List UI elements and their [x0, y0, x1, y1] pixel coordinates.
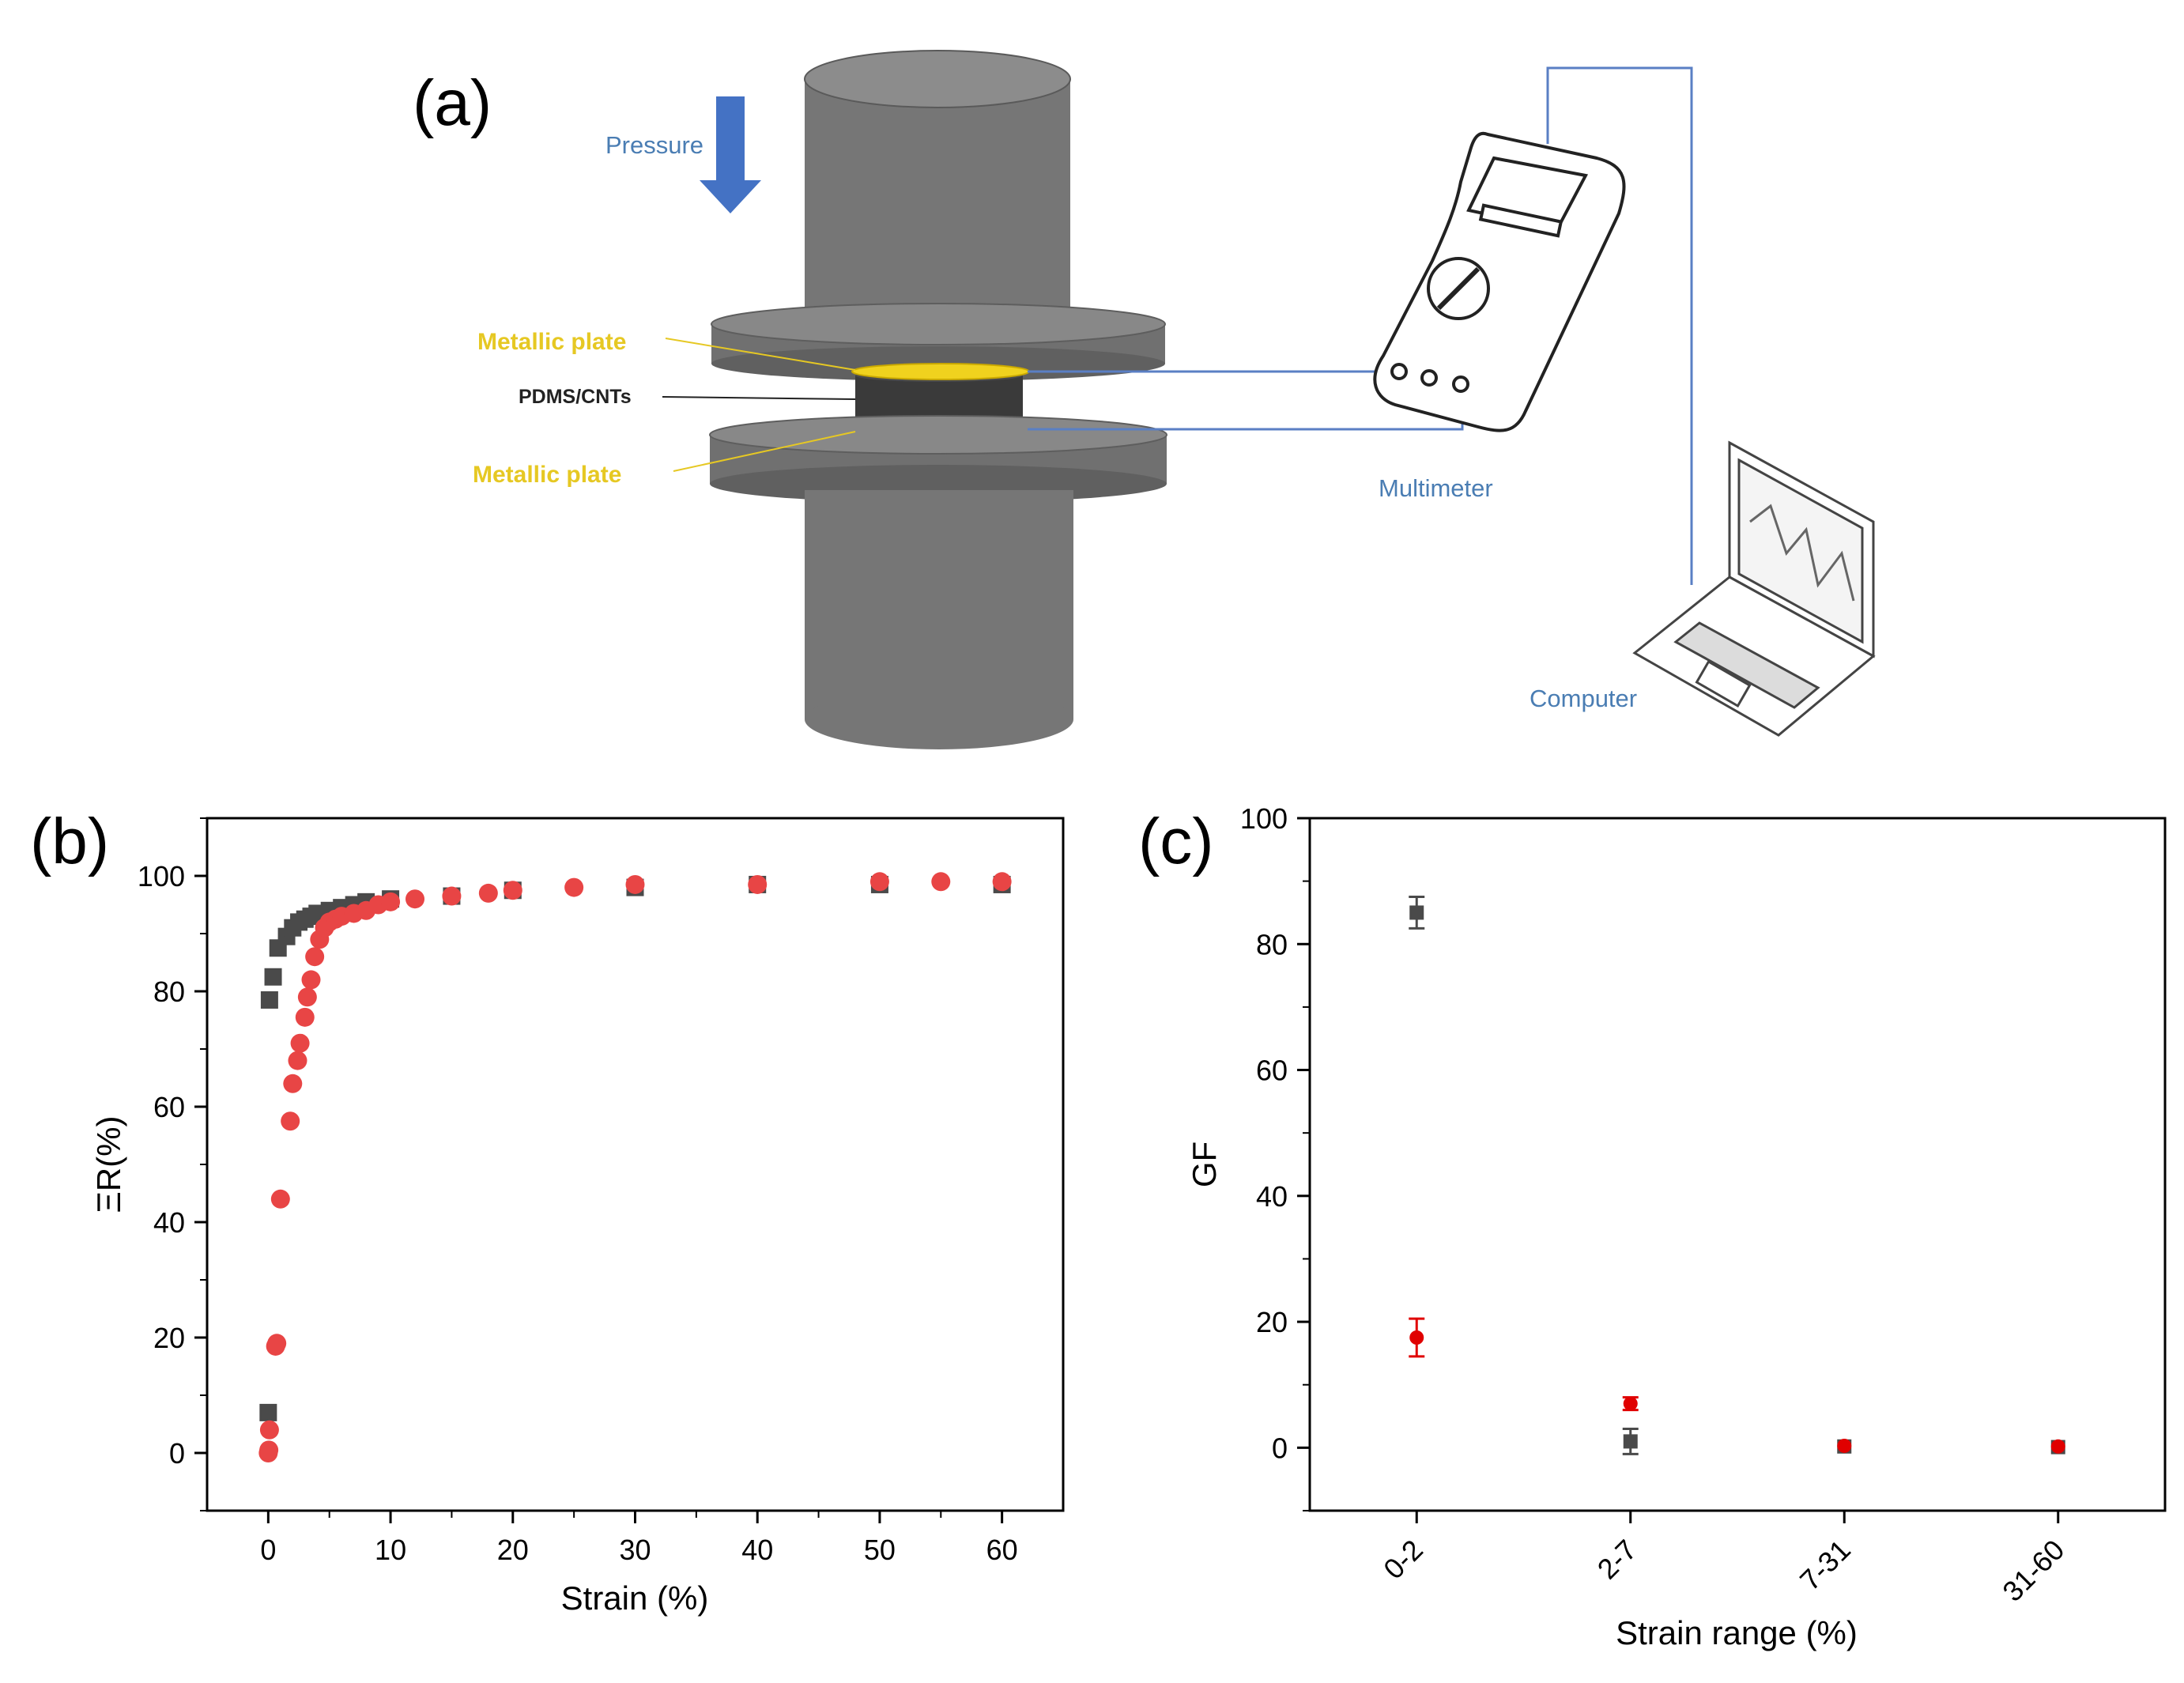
- chart-b: (b) 0 10 20 30 40 50 60 0 20 40 60 80 100 Strain (%)…: [30, 806, 1065, 1617]
- tick-labels-c: 0-2 2-7 7-31 31-60 0 20 40 60 80 100: [1240, 802, 2070, 1608]
- x-axis-title-c: Strain range (%): [1616, 1614, 1858, 1651]
- panel-a-label: (a): [413, 67, 492, 139]
- y-tick-label-b: 40: [153, 1206, 185, 1239]
- chart-c: (c) 0-2 2-7 7-31 31-60 0 20 40 60 80 100 Strain r…: [1138, 802, 2167, 1651]
- data-point-circle-b: [992, 872, 1012, 892]
- data-point-circle-b: [267, 1334, 287, 1353]
- data-point-circle-b: [259, 1420, 279, 1440]
- data-point-circle-b: [305, 947, 325, 967]
- data-point-circle-b: [295, 1007, 315, 1027]
- data-point-square-c: [1409, 905, 1424, 920]
- computer-label: Computer: [1530, 685, 1637, 712]
- data-point-circle-c: [1837, 1438, 1852, 1453]
- x-tick-label-c: 2-7: [1591, 1534, 1643, 1586]
- axis-ticks-c: [1297, 817, 2060, 1523]
- panel-b-label: (b): [30, 806, 109, 877]
- y-tick-label-b: 20: [153, 1322, 185, 1354]
- data-point-circle-b: [283, 1074, 303, 1093]
- y-tick-label-c: 60: [1256, 1055, 1288, 1087]
- x-tick-label-b: 50: [864, 1534, 896, 1566]
- data-point-circle-b: [259, 1440, 279, 1460]
- data-point-circle-b: [301, 970, 321, 990]
- plot-area-c: [1308, 817, 2167, 1512]
- data-point-circle-b: [290, 1033, 310, 1053]
- upper-cylinder: [804, 50, 1071, 316]
- data-point-circle-b: [270, 1189, 290, 1209]
- x-tick-label-b: 60: [986, 1534, 1018, 1566]
- y-tick-label-b: 60: [153, 1091, 185, 1123]
- y-axis-title-b: ΞR(%): [90, 1116, 127, 1213]
- y-tick-label-c: 0: [1272, 1432, 1288, 1464]
- x-tick-label-b: 10: [375, 1534, 406, 1566]
- metallic-plate-top-label: Metallic plate: [477, 329, 626, 355]
- data-point-circle-c: [2050, 1439, 2065, 1454]
- data-point-circle-b: [748, 874, 768, 894]
- data-point-circle-b: [442, 886, 462, 906]
- multimeter-icon: [1373, 131, 1626, 432]
- data-point-circle-b: [478, 883, 498, 903]
- y-axis-title-c: GF: [1186, 1141, 1223, 1187]
- data-point-circle-b: [503, 881, 522, 900]
- lower-cylinder: [805, 490, 1073, 749]
- tick-labels-b: 0 10 20 30 40 50 60 0 20 40 60 80 100: [138, 860, 1018, 1566]
- data-points-c: [1409, 896, 2065, 1455]
- data-point-circle-b: [381, 892, 401, 911]
- y-tick-label-b: 80: [153, 975, 185, 1008]
- pressure-label: Pressure: [605, 131, 703, 159]
- data-point-circle-b: [931, 872, 951, 892]
- data-point-circle-b: [297, 987, 317, 1007]
- panel-c-label: (c): [1138, 806, 1214, 877]
- data-point-circle-b: [281, 1111, 300, 1131]
- data-point-circle-b: [625, 874, 645, 894]
- y-tick-label-b: 100: [138, 860, 185, 892]
- data-points-b: [258, 872, 1012, 1462]
- data-point-square-b: [264, 968, 282, 986]
- data-point-circle-b: [564, 877, 584, 897]
- data-point-circle-b: [405, 889, 425, 909]
- lower-flange: [709, 415, 1167, 503]
- x-tick-label-b: 20: [497, 1534, 529, 1566]
- data-point-square-b: [259, 1403, 277, 1421]
- y-tick-label-c: 100: [1240, 802, 1288, 835]
- axis-ticks-b: [194, 817, 1004, 1523]
- x-tick-label-c: 0-2: [1377, 1534, 1429, 1586]
- data-point-square-c: [1623, 1434, 1638, 1449]
- y-tick-label-c: 80: [1256, 928, 1288, 960]
- multimeter-label: Multimeter: [1379, 474, 1493, 502]
- x-axis-title-b: Strain (%): [561, 1579, 709, 1617]
- data-point-circle-b: [288, 1051, 307, 1070]
- data-point-square-b: [260, 991, 278, 1009]
- metallic-plate-top: [851, 363, 1030, 380]
- y-tick-label-c: 40: [1256, 1180, 1288, 1213]
- x-tick-label-b: 40: [741, 1534, 773, 1566]
- x-tick-label-c: 7-31: [1794, 1534, 1857, 1597]
- y-tick-label-c: 20: [1256, 1306, 1288, 1338]
- data-point-circle-b: [869, 872, 889, 892]
- pressure-arrow-icon: [700, 96, 761, 213]
- data-point-circle-c: [1623, 1396, 1638, 1411]
- y-tick-label-b: 0: [169, 1437, 185, 1470]
- metallic-plate-bottom-label: Metallic plate: [473, 462, 621, 488]
- computer-icon: [1632, 440, 1876, 737]
- x-tick-label-b: 0: [260, 1534, 276, 1566]
- pdms-cnts-label: PDMS/CNTs: [519, 386, 632, 408]
- data-point-circle-c: [1409, 1330, 1424, 1345]
- x-tick-label-c: 31-60: [1996, 1534, 2070, 1608]
- x-tick-label-b: 30: [619, 1534, 651, 1566]
- setup-diagram: (a) Pressure: [413, 50, 1876, 749]
